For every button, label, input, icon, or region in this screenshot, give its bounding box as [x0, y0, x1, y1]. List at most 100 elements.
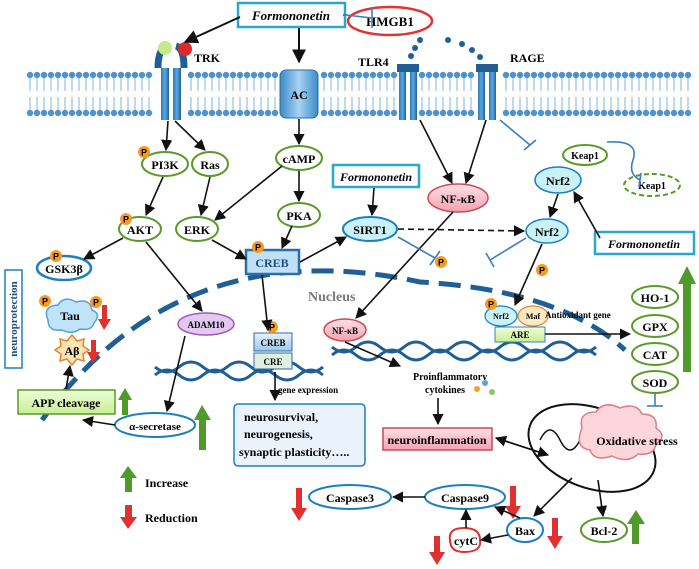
caspase3-reduction-arrow — [291, 488, 307, 521]
lipid-head — [243, 109, 251, 117]
bcl2-node: Bcl-2 — [580, 517, 628, 543]
neuroprotection-label: neuroprotection — [8, 281, 20, 356]
neuroprotection-box — [4, 269, 23, 369]
ras-node: Ras — [191, 151, 229, 177]
phosphate-label: P — [42, 297, 48, 307]
lipid-head — [565, 71, 573, 79]
lipid-head — [621, 71, 629, 79]
svg-text:Bcl-2: Bcl-2 — [591, 524, 618, 538]
lipid-head — [642, 109, 650, 117]
phosphate-badge: P — [50, 250, 62, 262]
nfkb-node-cytoplasm: NF-κB — [427, 183, 489, 213]
lipid-head — [558, 109, 566, 117]
lipid-head — [418, 71, 426, 79]
lipid-head — [61, 71, 69, 79]
lipid-head — [334, 109, 342, 117]
nrf2-node-nucleus: Nrf2 — [484, 305, 518, 327]
lipid-head — [586, 71, 594, 79]
trk-ligand-green — [158, 41, 172, 55]
lipid-head — [530, 109, 538, 117]
svg-text:α-secretase: α-secretase — [129, 421, 181, 433]
phosphate-badge: P — [120, 213, 132, 225]
svg-text:SIRT1: SIRT1 — [353, 223, 387, 237]
svg-text:Nrf2: Nrf2 — [493, 312, 509, 321]
lipid-head — [96, 71, 104, 79]
lipid-head — [523, 109, 531, 117]
lipid-head — [271, 109, 279, 117]
nrf2-node-cytoplasm: Nrf2 — [534, 166, 582, 194]
legend-reduction-arrow — [120, 505, 137, 529]
lipid-head — [572, 71, 580, 79]
lipid-head — [600, 109, 608, 117]
lipid-head — [320, 109, 328, 117]
lipid-head — [369, 109, 377, 117]
lipid-head — [467, 109, 475, 117]
phosphate-label: P — [269, 323, 275, 333]
lipid-head — [376, 109, 384, 117]
lipid-head — [439, 71, 447, 79]
lipid-head — [117, 109, 125, 117]
lipid-head — [47, 71, 55, 79]
lipid-head — [96, 109, 104, 117]
lipid-head — [341, 109, 349, 117]
svg-text:NF-κB: NF-κB — [332, 326, 358, 336]
cre-label: CRE — [263, 357, 282, 367]
lipid-head — [257, 71, 265, 79]
lipid-head — [551, 109, 559, 117]
lipid-head — [341, 71, 349, 79]
hmgb1-node — [346, 5, 434, 37]
lipid-head — [663, 109, 671, 117]
sirt1-nrf2-edge — [397, 225, 526, 237]
lipid-head — [40, 71, 48, 79]
lipid-head — [47, 109, 55, 117]
phosphate-label: P — [53, 252, 59, 262]
legend-reduction-label: Reduction — [145, 511, 198, 525]
gpx-node: GPX — [631, 314, 679, 338]
nrf2-node-second: Nrf2 — [525, 218, 569, 244]
neurosurvival-box — [233, 403, 366, 467]
svg-text:cAMP: cAMP — [283, 152, 316, 166]
trk-receptor — [154, 41, 192, 120]
svg-text:Keap1: Keap1 — [638, 181, 666, 192]
lipid-head — [145, 109, 153, 117]
nucleus-envelope — [39, 268, 627, 422]
lipid-head — [544, 71, 552, 79]
caspase9-reduction-arrow — [505, 486, 521, 519]
phosphate-label: P — [93, 298, 99, 308]
lipid-head — [432, 71, 440, 79]
lipid-head — [75, 71, 83, 79]
oxidative-stress-node: Oxidative stress — [578, 404, 678, 461]
rage-label: RAGE — [510, 51, 545, 65]
formononetin-label-top: Formononetin — [251, 8, 330, 23]
activation-edges — [62, 119, 632, 544]
lipid-head — [600, 71, 608, 79]
lipid-head — [54, 109, 62, 117]
lipid-head — [677, 71, 685, 79]
ac-label: AC — [290, 88, 307, 102]
svg-text:ADAM10: ADAM10 — [188, 320, 225, 330]
lipid-head — [614, 71, 622, 79]
lipid-head — [355, 71, 363, 79]
lipid-head — [110, 109, 118, 117]
lipid-head — [61, 109, 69, 117]
lipid-head — [250, 71, 258, 79]
svg-text:Oxidative stress: Oxidative stress — [596, 434, 678, 448]
sirt1-node: SIRT1 — [342, 216, 398, 242]
creb-node — [244, 248, 301, 276]
cytokine-dots — [474, 380, 495, 395]
lipid-head — [208, 71, 216, 79]
sod-node: SOD — [631, 370, 679, 394]
lipid-head — [369, 71, 377, 79]
svg-text:Nrf2: Nrf2 — [546, 174, 570, 188]
formononetin-box-right — [593, 230, 696, 256]
lipid-head — [117, 71, 125, 79]
lipid-head — [558, 71, 566, 79]
lipid-head — [54, 71, 62, 79]
lipid-head — [439, 109, 447, 117]
lipid-head — [677, 109, 685, 117]
lipid-head — [579, 71, 587, 79]
lipid-head — [460, 109, 468, 117]
tlr4-receptor — [397, 64, 419, 120]
tlr4-label: TLR4 — [358, 55, 389, 69]
